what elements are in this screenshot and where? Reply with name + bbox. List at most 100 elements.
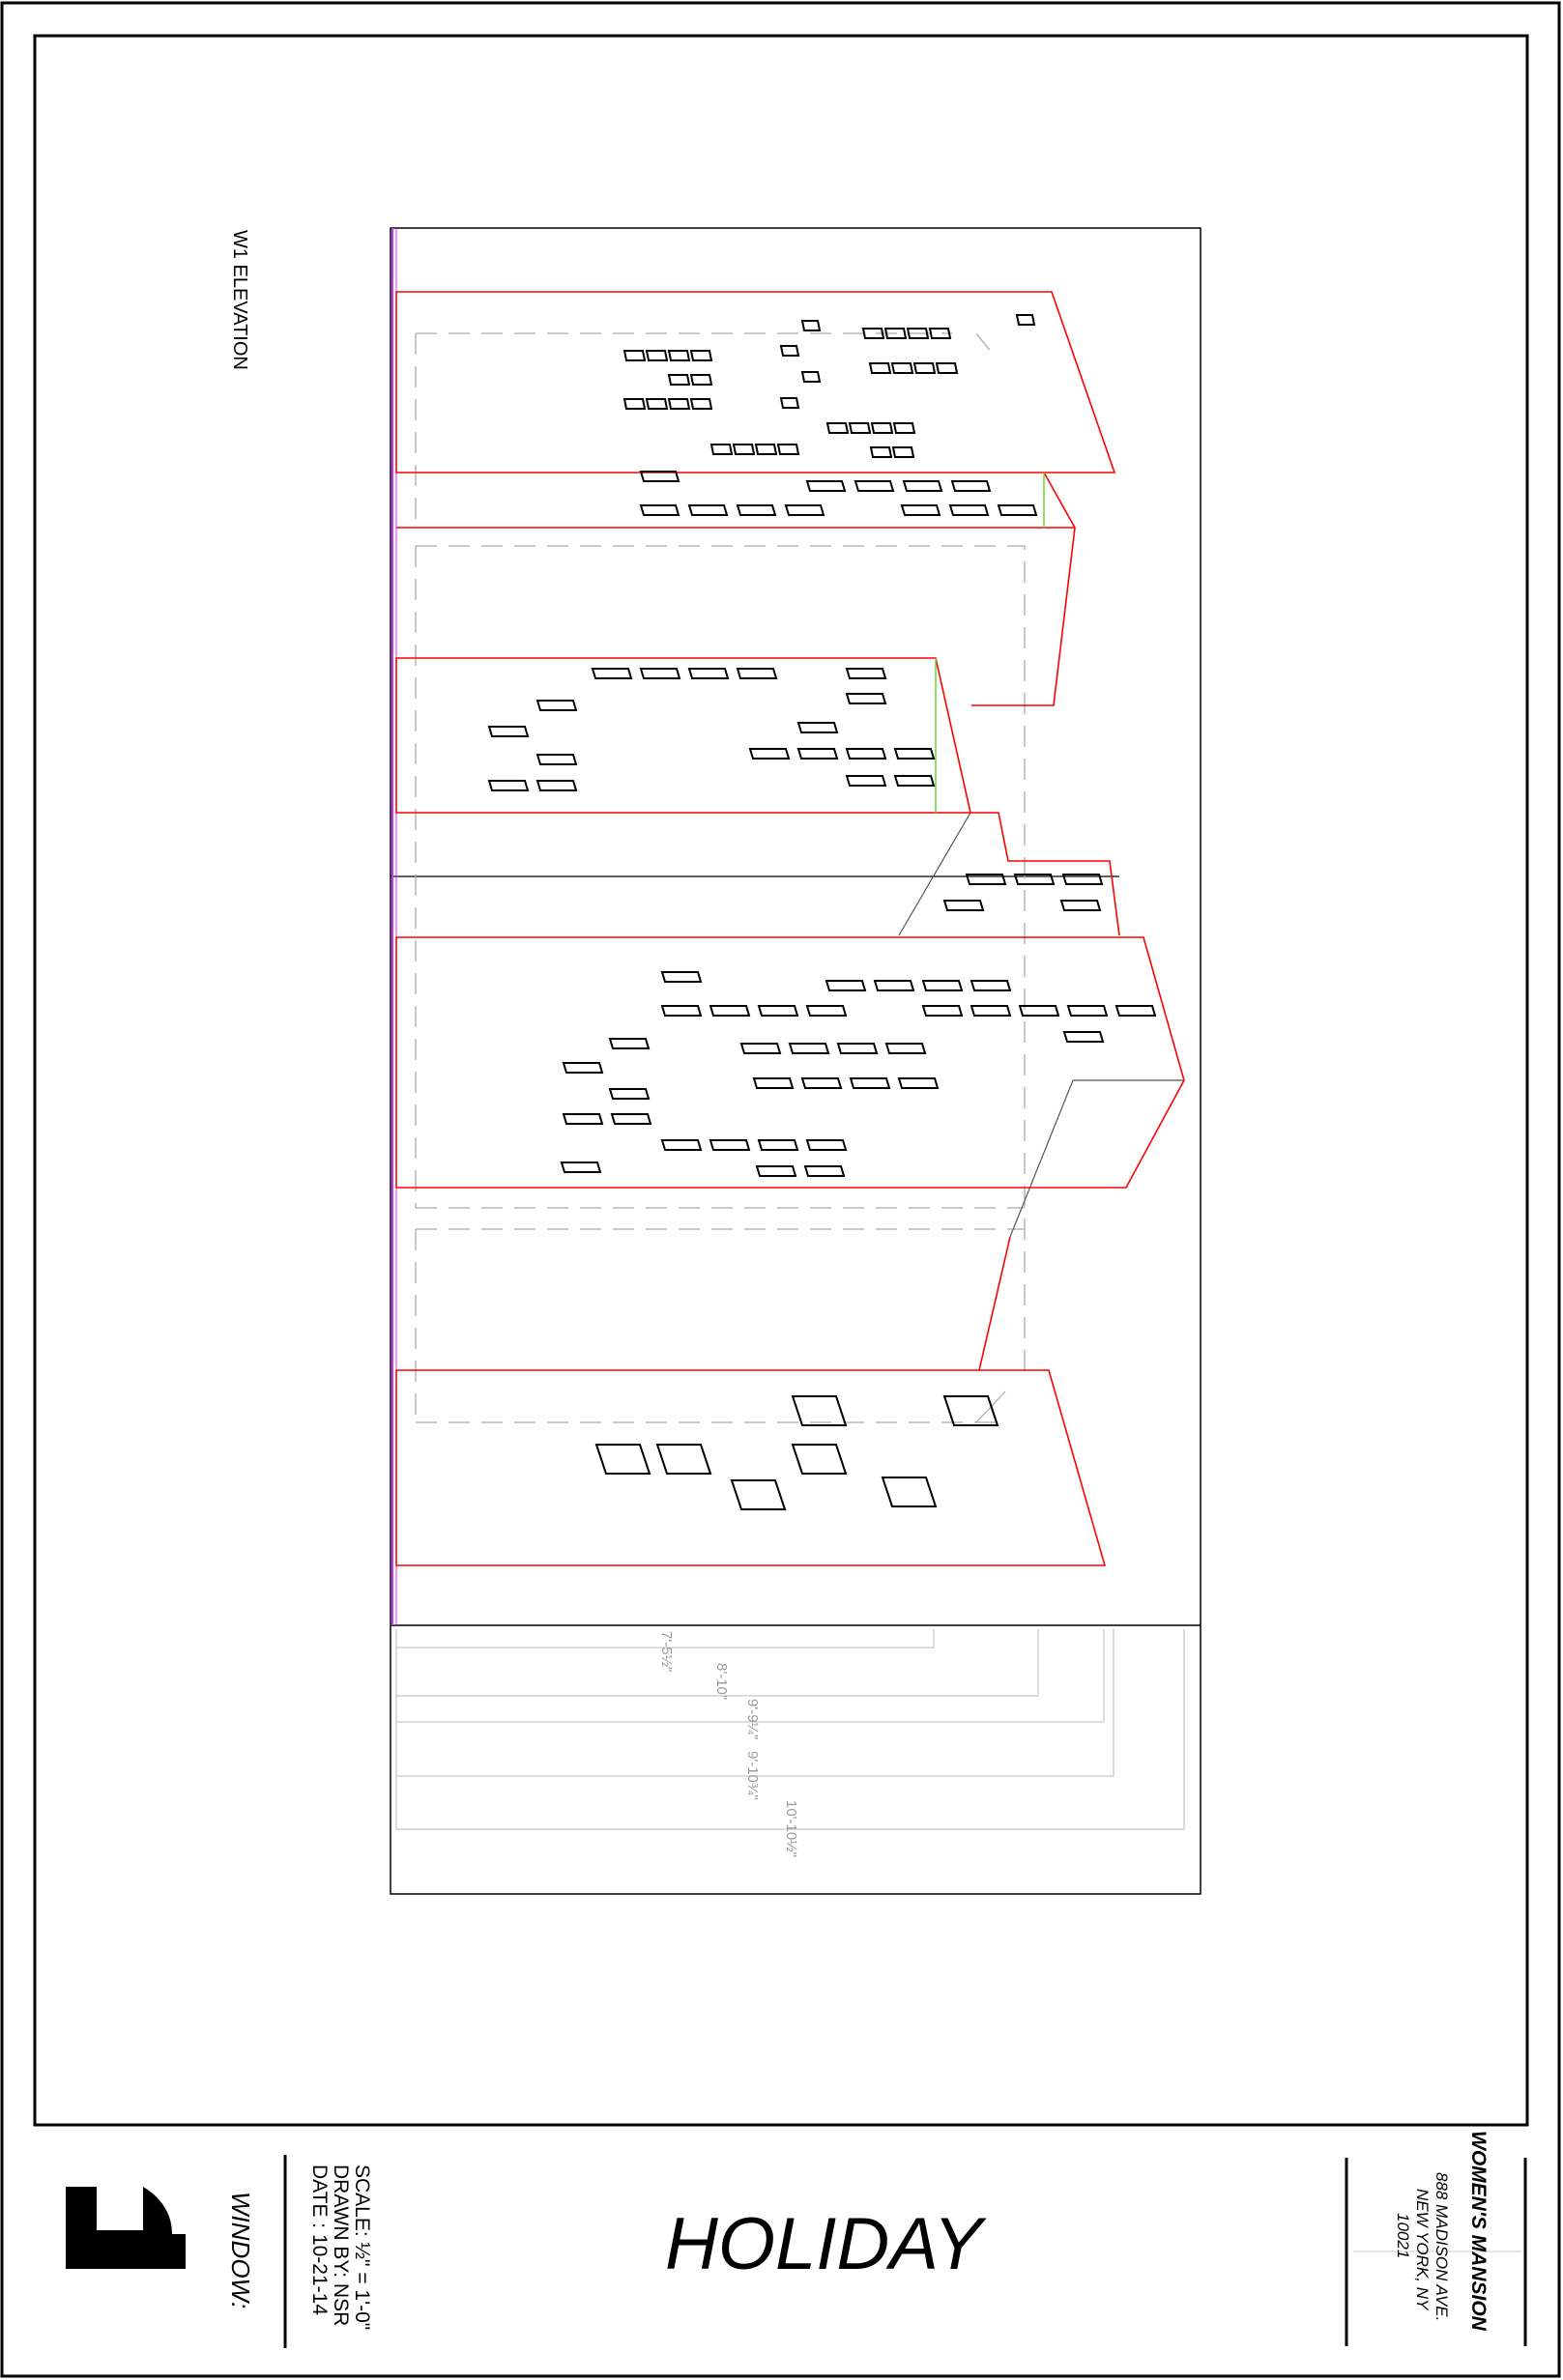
window-pane [800,1077,843,1089]
window-pane [796,722,839,733]
window-pane [660,971,703,983]
window-pane [845,668,887,679]
window-pane [645,398,669,410]
window-pane [535,780,578,791]
window-pane [755,1165,797,1177]
elevation-drawing [66,227,1527,2348]
window-pane [622,350,647,361]
drawing-frame [33,34,1529,2127]
building-edge [898,812,971,936]
window-pane [869,446,893,458]
scale-text: SCALE: ½" = 1'-0" [351,2165,373,2331]
client-name: WOMEN'S MANSION [1467,2131,1490,2331]
window-pane [897,1077,940,1089]
window-label: WINDOW: [226,2192,255,2309]
drawn-by-text: DRAWN BY: NSR [330,2165,352,2327]
window-pane [687,504,729,516]
window-pane [890,362,914,374]
window-pane [1013,874,1056,885]
window-pane [997,504,1038,516]
window-pane [736,668,778,679]
window-pane [805,1139,848,1151]
dimension-lines [395,1629,1185,1830]
window-pane [639,471,680,482]
window-pane [861,328,885,339]
window-pane [1059,900,1102,911]
window-pane [639,668,681,679]
building-outline [395,657,971,814]
building-outline [970,812,1120,936]
window-pane [709,1139,751,1151]
building-outline [396,527,1076,706]
window-pane [892,422,916,434]
window-pane [921,1005,964,1017]
window-pane [970,980,1012,991]
dimension-label: 9'-10¾" [744,1751,761,1800]
window-pane [689,374,713,386]
window-pane [849,1077,891,1089]
dimension-label: 10'-10½" [783,1800,799,1858]
window-pane [868,362,892,374]
window-pane [608,1038,651,1049]
window-pane [736,504,777,516]
drawing-title: HOLIDAY [665,2203,983,2285]
window-pane [739,1043,782,1054]
building-outline [978,1236,1011,1371]
view-label: W1 ELEVATION [229,230,250,370]
window-pane [1066,1005,1109,1017]
window-pane [935,362,959,374]
address-line: 10021 [1394,2213,1412,2259]
window-pane [535,754,578,765]
window-pane [709,1005,751,1017]
hidden-lines [415,332,1026,1423]
dimension-label: 7'-5½" [658,1631,675,1673]
window-pane [870,422,894,434]
window-pane [912,362,937,374]
window-pane [639,504,680,516]
window-pane [487,726,530,737]
window-pane [928,328,952,339]
window-pane [591,668,633,679]
window-pane [754,444,778,455]
window-pane [848,422,872,434]
window-pane [1062,1031,1105,1043]
window-pane [921,980,964,991]
window-pane [948,504,990,516]
window-pane [805,1005,848,1017]
window-pane [660,1139,703,1151]
window-pane [660,1005,703,1017]
window-pane [560,1161,602,1173]
window-pane [800,320,822,331]
window-pane [884,1043,927,1054]
window-pane [965,874,1007,885]
address-line: 888 MADISON AVE. [1433,2172,1451,2322]
date-text: DATE : 10-21-14 [308,2165,331,2316]
window-pane [891,446,915,458]
window-pane [893,775,936,787]
window-outline [390,227,1201,1895]
window-pane [902,480,943,492]
window-pane [748,748,791,760]
window-pane [825,422,850,434]
window-pane [535,700,578,711]
window-pane [800,371,822,383]
window-pane [594,1444,651,1475]
window-pane [784,504,825,516]
window-pane [562,1062,604,1074]
building-outline [395,291,1116,473]
window-pane [906,328,930,339]
window-pane [645,350,669,361]
window-pane [655,1444,712,1475]
window-pane [881,1477,938,1507]
window-pane [779,397,800,409]
window-pane [942,1395,999,1426]
window-pane [942,900,985,911]
window-pane [900,504,941,516]
window-pane [689,398,713,410]
window-pane [687,668,730,679]
window-pane [709,444,734,455]
window-pane [667,374,691,386]
window-pane [791,1395,848,1426]
